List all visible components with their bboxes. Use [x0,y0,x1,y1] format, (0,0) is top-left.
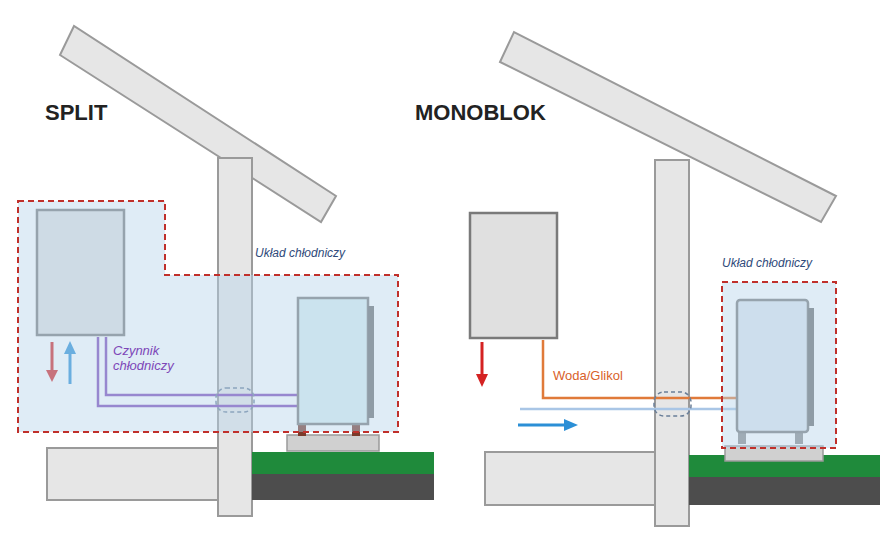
indoor-unit [470,213,557,338]
water-pipe [520,408,752,411]
panel-heading: SPLIT [45,100,107,126]
base-pad [287,435,379,451]
floor [485,452,655,505]
wall-passage [654,392,691,416]
region-outline [17,200,399,433]
region-label: Układ chłodniczy [722,256,812,270]
arrow-head [564,419,578,431]
ground [689,477,880,505]
refrigerant-circuit-region: Układ chłodniczy [17,200,399,433]
ground [252,474,434,500]
refrigerant-circuit-region: Układ chłodniczy [716,250,842,452]
pipe-label: Woda/Glikol [553,368,623,383]
water-pipe [543,340,752,398]
region-outline [716,250,842,452]
flow-arrow [518,424,566,427]
region-label: Układ chłodniczy [255,246,345,260]
dashed-region [18,201,398,432]
dashed-region [722,282,836,448]
wall [655,160,689,526]
flow-arrow [481,342,484,376]
grass [252,452,434,474]
panel-heading: MONOBLOK [415,100,546,126]
pipe-label: Czynnik chłodniczy [113,343,193,373]
arrow-head [476,374,488,387]
floor [47,448,218,500]
